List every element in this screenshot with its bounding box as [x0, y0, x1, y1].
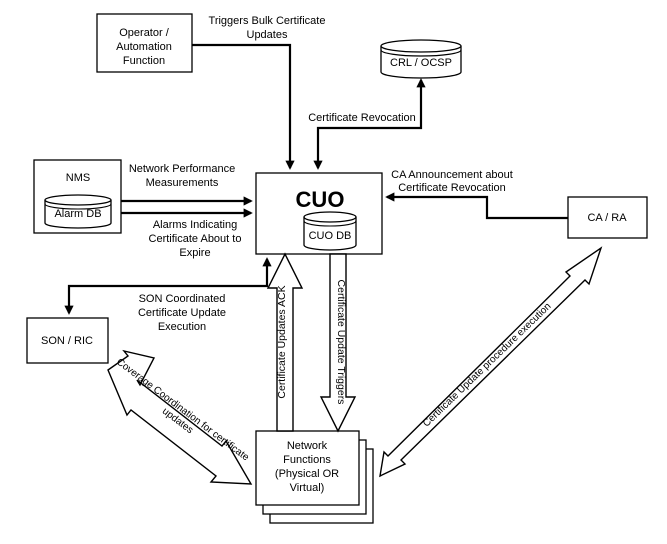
bulk-label-1: Triggers Bulk Certificate [209, 15, 326, 27]
operator-line-2: Automation [116, 41, 172, 53]
son-label-2: Certificate Update [138, 307, 226, 319]
son-label-1: SON Coordinated [139, 293, 226, 305]
nms-label: NMS [66, 172, 90, 184]
triggers-label: Certificate Update Triggers [335, 280, 347, 405]
ack-label: Certificate Updates ACK [276, 285, 288, 398]
operator-line-1: Operator / [119, 27, 169, 39]
cuo-node: CUO CUO DB [255, 172, 383, 255]
network-functions-node: Network Functions (Physical OR Virtual) [255, 430, 374, 524]
operator-line-3: Function [123, 55, 165, 67]
procedure-label: Certificate Update procedure execution [421, 301, 553, 429]
performance-label-2: Measurements [146, 177, 219, 189]
cuo-db-label: CUO DB [309, 230, 352, 242]
cuo-title: CUO [296, 187, 345, 212]
alarm-db-label: Alarm DB [54, 208, 101, 220]
son-label-3: Execution [158, 321, 206, 333]
operator-node: Operator / Automation Function [96, 13, 193, 73]
triggers-big-arrow [319, 253, 357, 433]
ca-announcement-arrow [385, 192, 568, 220]
procedure-big-arrow [379, 246, 603, 478]
crl-ocsp-db: CRL / OCSP [380, 39, 462, 79]
bulk-trigger-arrow [192, 43, 295, 170]
son-ric-label: SON / RIC [41, 335, 93, 347]
cuo-db: CUO DB [303, 211, 357, 251]
alarms-label-2: Certificate About to [149, 233, 242, 245]
alarms-label-1: Alarms Indicating [153, 219, 237, 231]
ca-ra-label: CA / RA [587, 212, 627, 224]
nf-line-2: Functions [283, 454, 331, 466]
alarm-db: Alarm DB [44, 194, 112, 229]
son-execution-arrow [64, 257, 272, 315]
nf-line-4: Virtual) [290, 482, 325, 494]
nf-line-3: (Physical OR [275, 468, 339, 480]
ca-ra-node: CA / RA [567, 196, 648, 239]
crl-ocsp-label: CRL / OCSP [390, 57, 452, 69]
ack-big-arrow [266, 252, 304, 432]
alarms-label-3: Expire [179, 247, 210, 259]
bulk-label-2: Updates [247, 29, 288, 41]
son-ric-node: SON / RIC [26, 317, 109, 364]
nf-line-1: Network [287, 440, 328, 452]
ca-announcement-label-1: CA Announcement about [391, 169, 513, 181]
revocation-label: Certificate Revocation [308, 112, 416, 124]
ca-announcement-label-2: Certificate Revocation [398, 182, 506, 194]
revocation-arrow [313, 78, 426, 170]
performance-label-1: Network Performance [129, 163, 235, 175]
nms-node: NMS Alarm DB [33, 159, 122, 234]
coverage-big-arrow [107, 349, 253, 485]
